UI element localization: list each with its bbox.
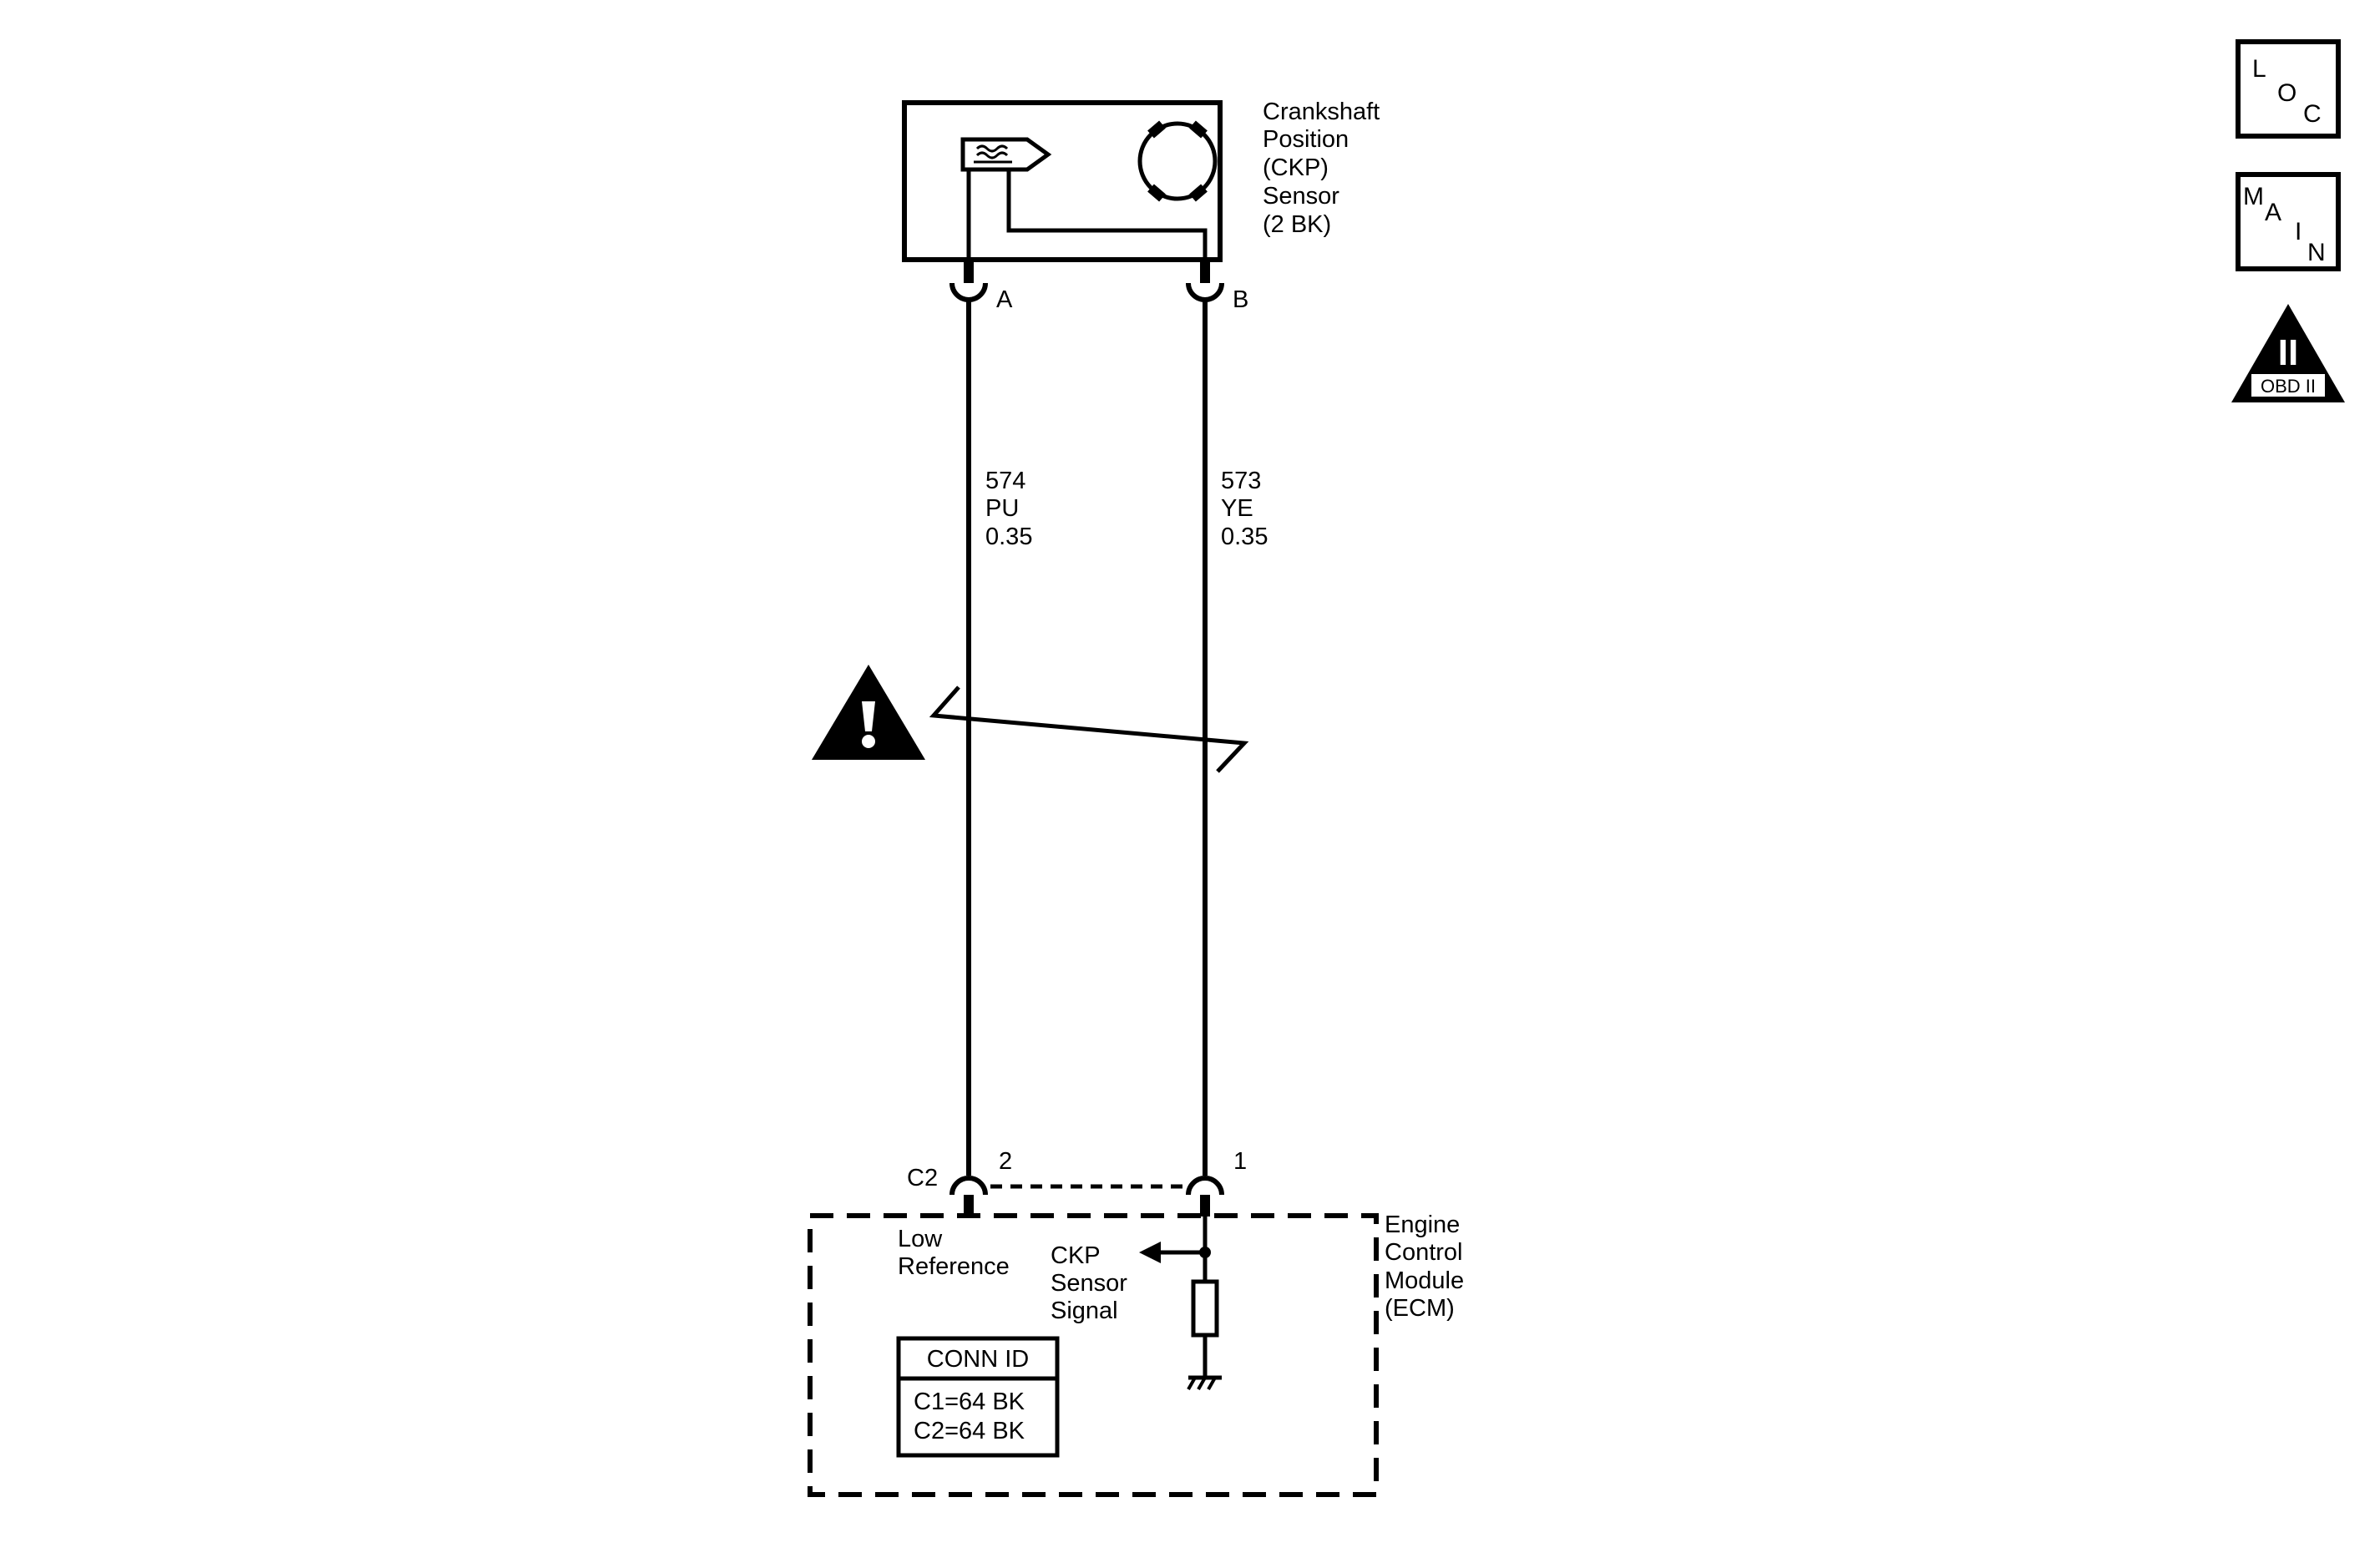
sensor-label-line-2: Position — [1263, 126, 1349, 153]
obd-ii-icon[interactable]: II OBD II — [2231, 304, 2345, 402]
sensor-label-line-5: (2 BK) — [1263, 211, 1331, 238]
ecm-label: Engine Control Module (ECM) — [1385, 1211, 1464, 1322]
signal-line-1: CKP — [1051, 1242, 1101, 1269]
wire-573-color: YE — [1221, 495, 1253, 522]
ecm-label-line-1: Engine — [1385, 1211, 1460, 1238]
loc-letter-c: C — [2303, 100, 2322, 128]
signal-line-2: Sensor — [1051, 1270, 1127, 1297]
sensor-terminal-a: A — [949, 260, 1013, 313]
obd-label: OBD II — [2261, 376, 2316, 397]
sensor-terminal-b: B — [1186, 260, 1248, 313]
signal-line-3: Signal — [1051, 1297, 1118, 1324]
loc-icon[interactable]: L O C — [2236, 39, 2341, 139]
conn-id-title: CONN ID — [927, 1346, 1029, 1373]
obd-numeral: II — [2278, 332, 2298, 373]
twisted-pair-symbol — [929, 685, 1249, 773]
ckp-sensor: Crankshaft Position (CKP) Sensor (2 BK) — [902, 99, 1380, 262]
wire-574-gauge: 0.35 — [985, 524, 1032, 550]
ckp-signal-label: CKP Sensor Signal — [1051, 1242, 1127, 1324]
sensor-label-line-3: (CKP) — [1263, 154, 1329, 181]
sensor-housing — [902, 100, 1223, 262]
wire-573-gauge: 0.35 — [1221, 524, 1268, 550]
conn-id-row-1: C1=64 BK — [914, 1389, 1025, 1415]
conn-id-row-2: C2=64 BK — [914, 1418, 1025, 1444]
sensor-label-line-1: Crankshaft — [1263, 99, 1380, 125]
main-letter-i: I — [2295, 218, 2302, 245]
sensor-label-line-4: Sensor — [1263, 183, 1339, 210]
ecm-terminal-1 — [1186, 1176, 1224, 1217]
main-letter-a: A — [2265, 199, 2281, 226]
ecm-pin-2-label: 2 — [999, 1148, 1012, 1175]
low-reference-label: Low Reference — [898, 1226, 1010, 1280]
main-icon[interactable]: M A I N — [2236, 172, 2341, 271]
wire-574-label: 574 PU 0.35 — [985, 468, 1032, 550]
ecm-label-line-2: Control — [1385, 1239, 1463, 1266]
pin-b-label: B — [1233, 286, 1248, 313]
loc-letter-o: O — [2277, 79, 2296, 107]
wire-573-label: 573 YE 0.35 — [1221, 468, 1268, 550]
main-letter-n: N — [2307, 239, 2326, 266]
wire-574-color: PU — [985, 495, 1019, 522]
warning-icon — [812, 665, 925, 760]
ground-icon — [1187, 1375, 1222, 1390]
ecm-label-line-4: (ECM) — [1385, 1295, 1455, 1322]
low-reference-line-2: Reference — [898, 1253, 1010, 1280]
main-letter-m: M — [2243, 183, 2264, 210]
low-reference-line-1: Low — [898, 1226, 943, 1252]
loc-letter-l: L — [2252, 55, 2266, 83]
sensor-label: Crankshaft Position (CKP) Sensor (2 BK) — [1263, 99, 1380, 238]
pickup-coil-icon — [960, 137, 1052, 172]
signal-arrow-icon — [1139, 1242, 1161, 1263]
ecm-terminal-2 — [949, 1176, 988, 1217]
ecm-boundary — [808, 1213, 1379, 1497]
wire-573-circuit: 573 — [1221, 468, 1261, 494]
ecm-pin-1-label: 1 — [1233, 1148, 1247, 1175]
ecm-label-line-3: Module — [1385, 1267, 1464, 1294]
connector-c2-label: C2 — [907, 1165, 938, 1191]
conn-id-table: CONN ID C1=64 BK C2=64 BK — [896, 1336, 1060, 1458]
pull-down-resistor — [1191, 1279, 1219, 1338]
wire-574-circuit: 574 — [985, 468, 1025, 494]
pin-a-label: A — [996, 286, 1013, 313]
ecm-module: Engine Control Module (ECM) Low Referenc… — [808, 1211, 1464, 1497]
reluctor-wheel-icon — [1137, 120, 1218, 202]
